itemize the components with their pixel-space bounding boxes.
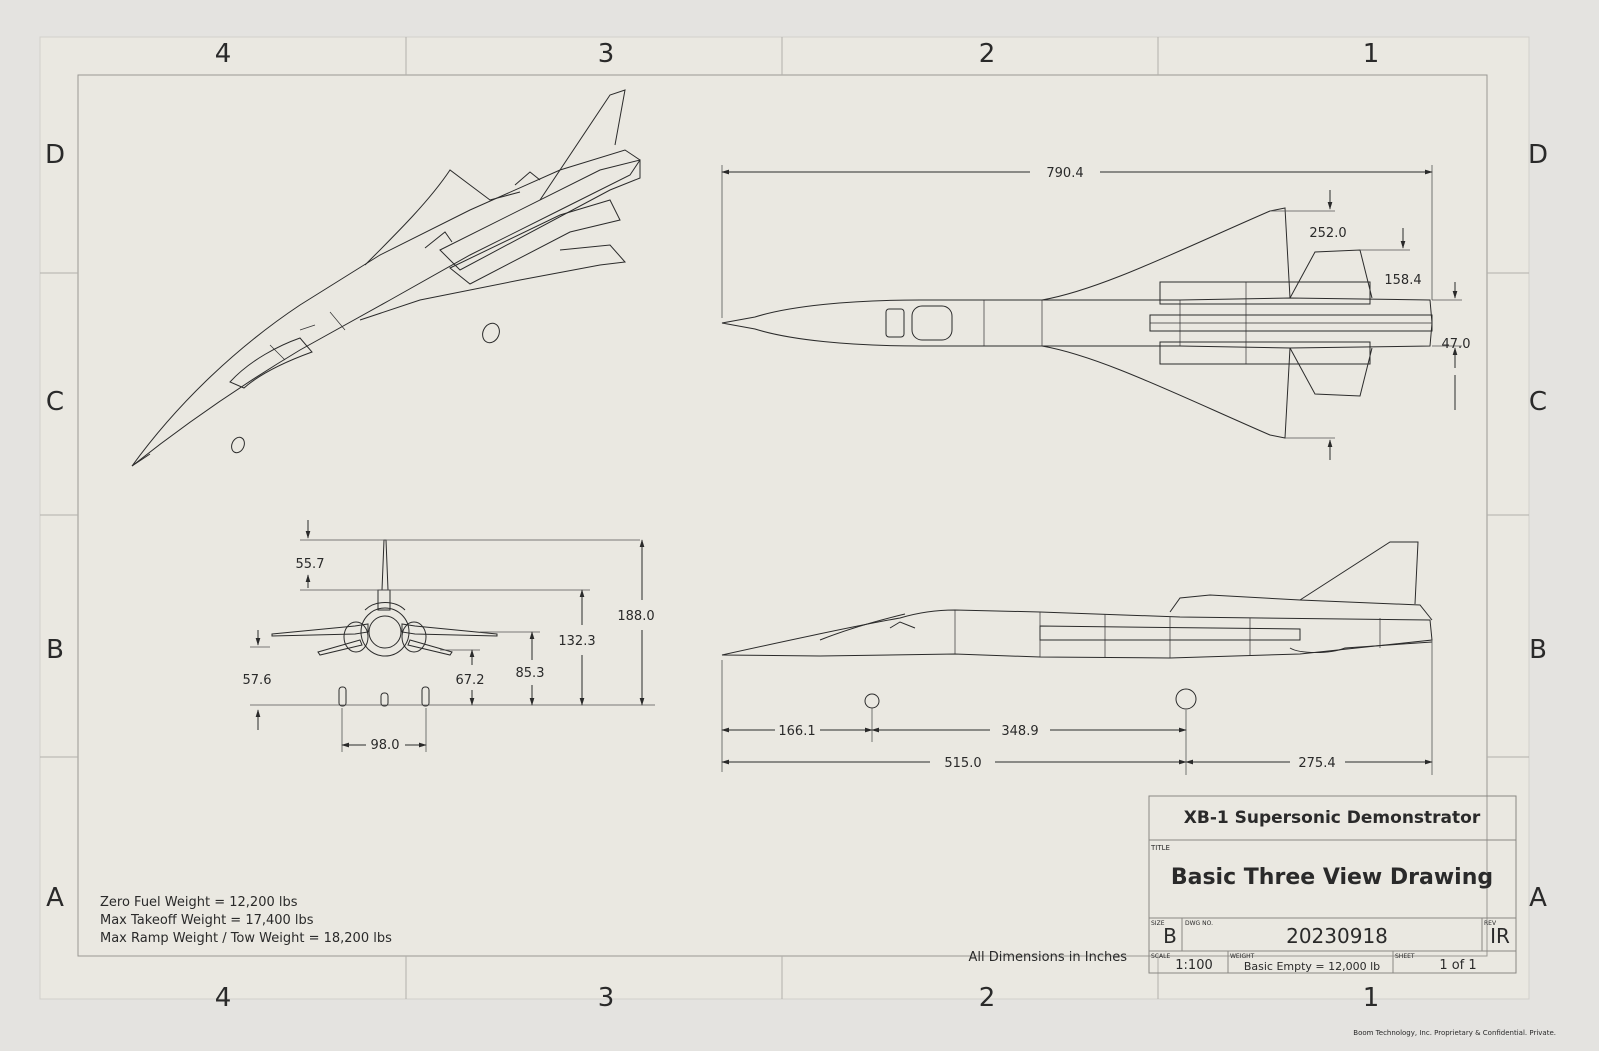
zone-row-d-left: D [45,140,65,170]
footer-notice: Boom Technology, Inc. Proprietary & Conf… [1353,1029,1556,1037]
drawing-number: 20230918 [1286,924,1388,948]
scale-label: SCALE [1151,953,1170,960]
weight-label: WEIGHT [1230,953,1255,960]
isometric-view [131,89,641,467]
zone-row-d-right: D [1528,140,1548,170]
sheet-size: B [1163,924,1177,948]
revision: IR [1490,924,1510,948]
max-ramp-weight: Max Ramp Weight / Tow Weight = 18,200 lb… [100,931,392,946]
dim-front-overall-height: 188.0 [617,609,654,624]
dim-side-main-to-tail: 275.4 [1298,756,1335,771]
units-note: All Dimensions in Inches [969,950,1128,965]
sheet-number: 1 of 1 [1439,958,1476,973]
zone-row-b-left: B [46,635,64,665]
dim-front-ground-clearance: 57.6 [243,673,272,688]
dim-top-length: 790.4 [1046,166,1083,181]
dim-side-nose-to-main: 515.0 [944,756,981,771]
zone-labels: 4 3 2 1 4 3 2 1 D C B A D C B A [45,39,1548,1013]
paper [39,36,1530,1000]
zone-col-2-bottom: 2 [979,983,996,1013]
dim-top-tail-width: 158.4 [1384,273,1421,288]
dim-front-gear-height: 67.2 [456,673,485,688]
dim-front-track: 98.0 [371,738,400,753]
title-block: XB-1 Supersonic Demonstrator TITLE Basic… [1148,795,1517,974]
zero-fuel-weight: Zero Fuel Weight = 12,200 lbs [100,895,298,910]
top-view [721,207,1433,439]
rev-label: REV [1484,920,1497,927]
dim-front-wing-height: 132.3 [558,634,595,649]
dim-top-span-half: 252.0 [1309,226,1346,241]
scale-value: 1:100 [1175,958,1212,973]
dwg-no-label: DWG NO. [1185,920,1213,927]
dim-side-nose-to-gear: 166.1 [778,724,815,739]
zone-col-3-top: 3 [598,39,615,69]
sheet-label: SHEET [1395,953,1415,960]
zone-row-c-left: C [46,387,64,417]
zone-col-1-top: 1 [1363,39,1380,69]
dim-side-wheelbase: 348.9 [1001,724,1038,739]
max-takeoff-weight: Max Takeoff Weight = 17,400 lbs [100,913,314,928]
top-view-dimensions: 790.4 252.0 158.4 47.0 [721,165,1471,460]
zone-col-3-bottom: 3 [598,983,615,1013]
front-view-dimensions: 55.7 188.0 132.3 85.3 67.2 57.6 98.0 [243,520,655,753]
zone-ticks [40,37,1529,999]
dim-front-fin-height: 55.7 [296,557,325,572]
zone-col-4-top: 4 [215,39,232,69]
zone-row-a-left: A [46,883,64,913]
zone-col-2-top: 2 [979,39,996,69]
dim-top-nozzle: 47.0 [1442,337,1471,352]
zone-row-a-right: A [1529,883,1547,913]
zone-col-1-bottom: 1 [1363,983,1380,1013]
front-view [271,539,498,707]
drawing-title: Basic Three View Drawing [1171,865,1493,890]
project-name: XB-1 Supersonic Demonstrator [1184,808,1481,828]
side-view-dimensions: 166.1 348.9 515.0 275.4 [721,640,1433,775]
title-label: TITLE [1150,844,1170,852]
zone-row-b-right: B [1529,635,1547,665]
zone-row-c-right: C [1529,387,1547,417]
basic-empty-weight: Basic Empty = 12,000 lb [1244,960,1380,973]
zone-col-4-bottom: 4 [215,983,232,1013]
weights-notes: Zero Fuel Weight = 12,200 lbs Max Takeof… [100,895,392,946]
size-label: SIZE [1151,920,1165,927]
dim-front-body-height: 85.3 [516,666,545,681]
